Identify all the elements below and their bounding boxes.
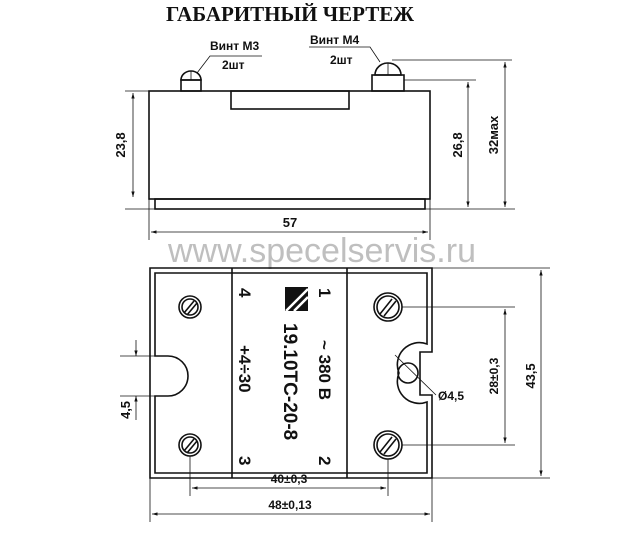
screw-m3-icon — [180, 70, 202, 92]
dim-terminal-height: 26,8 — [450, 132, 465, 157]
dim-body-height: 23,8 — [113, 132, 128, 157]
brand-logo-icon — [285, 287, 309, 312]
screw-m4-label: Винт М4 — [310, 33, 359, 47]
top-view: www.specelservis.ru 1 2 3 4 ~ 380 В +4÷3… — [118, 232, 550, 522]
model-label: 19.10ТС-20-8 — [279, 323, 300, 440]
dim-screw-spacing-h: 40±0,3 — [271, 472, 308, 486]
terminal-4-label: 4 — [235, 288, 254, 298]
side-view: Винт М3 2шт Винт М4 2шт 23,8 26,8 32мах … — [113, 33, 515, 240]
relay-body-top — [149, 267, 433, 479]
dim-height-top: 43,5 — [523, 363, 538, 388]
dim-width-top: 48±0,13 — [268, 498, 312, 512]
voltage-label: ~ 380 В — [315, 340, 334, 400]
terminal-1-label: 1 — [315, 288, 334, 297]
mount-hole — [397, 362, 419, 384]
terminal-screw-icon — [178, 295, 202, 319]
terminal-3-label: 3 — [235, 456, 254, 465]
dim-screw-spacing-v: 28±0,3 — [487, 357, 501, 394]
dim-hole: Ø4,5 — [438, 389, 464, 403]
terminal-screw-icon — [373, 292, 403, 322]
top-slot — [230, 90, 350, 110]
drawing-title: ГАБАРИТНЫЙ ЧЕРТЕЖ — [166, 2, 414, 26]
relay-body-inner — [154, 272, 428, 474]
terminal-screw-icon — [178, 433, 202, 457]
dim-width-side: 57 — [283, 215, 297, 230]
screw-m4-qty: 2шт — [330, 53, 353, 67]
base-plate — [154, 198, 426, 210]
watermark: www.specelservis.ru — [167, 232, 476, 270]
control-voltage-label: +4÷30 — [235, 345, 254, 393]
terminal-screw-icon — [373, 430, 403, 460]
screw-m4-icon — [371, 62, 405, 92]
relay-body-side — [148, 90, 431, 200]
dim-slot: 4,5 — [118, 401, 133, 419]
screw-m3-label: Винт М3 — [210, 39, 259, 53]
screw-m3-qty: 2шт — [222, 58, 245, 72]
terminal-2-label: 2 — [315, 456, 334, 465]
dim-max-height: 32мах — [486, 115, 501, 154]
